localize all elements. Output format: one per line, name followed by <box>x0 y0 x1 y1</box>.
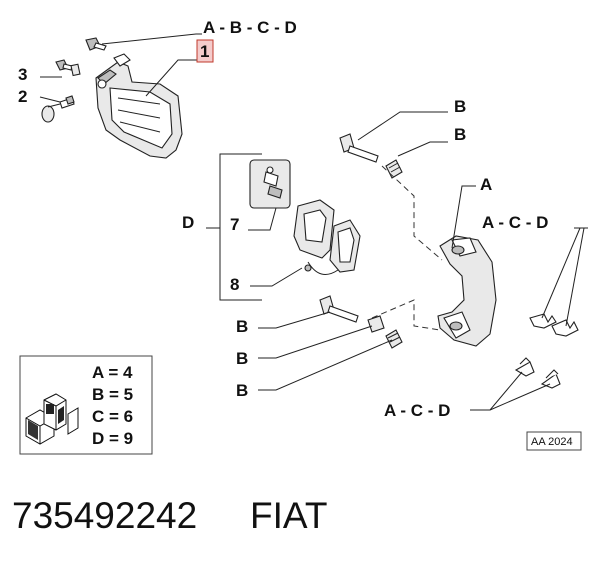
legend-row-d: D = 9 <box>92 429 133 448</box>
guide-sleeve-lower <box>385 329 403 349</box>
guide-bushing-top <box>385 159 403 179</box>
brake-pads <box>293 199 361 275</box>
item-3-bolt-and-washer <box>55 59 81 77</box>
label-item-1: 1 <box>200 42 209 61</box>
label-group-d: D <box>182 213 194 232</box>
pad-hardware-kit <box>249 159 291 209</box>
spring-clips-lower <box>514 357 561 389</box>
spring-clips-upper <box>529 313 579 337</box>
quantity-legend: A = 4 B = 5 C = 6 D = 9 <box>19 355 153 455</box>
label-item-8: 8 <box>230 275 239 294</box>
label-item-3: 3 <box>18 65 27 84</box>
label-bracket-a: A <box>480 175 492 194</box>
caliper-bolt-top <box>85 37 107 51</box>
label-sleeve-b-lower: B <box>236 381 248 400</box>
guide-bushing-lower <box>367 315 385 333</box>
part-number: 735492242 <box>12 495 197 536</box>
legend-row-c: C = 6 <box>92 407 133 426</box>
label-bushing-b-lower: B <box>236 349 248 368</box>
guide-bolt-top <box>339 133 379 163</box>
reference-code: AA 2024 <box>531 436 573 448</box>
brake-caliper-assembly <box>95 53 183 159</box>
reference-code-box: AA 2024 <box>526 431 582 451</box>
legend-row-b: B = 5 <box>92 385 133 404</box>
label-item-7: 7 <box>230 215 239 234</box>
legend-row-a: A = 4 <box>92 363 133 382</box>
label-clips-acd-lower: A - C - D <box>384 401 450 420</box>
guide-bolt-lower <box>319 295 359 323</box>
label-bushing-b-top: B <box>454 125 466 144</box>
caliper-bracket <box>437 235 497 347</box>
label-clips-acd-upper: A - C - D <box>482 213 548 232</box>
item-2-bleed-screw <box>41 95 75 123</box>
label-top-group: A - B - C - D <box>203 18 297 37</box>
brand-name: FIAT <box>250 495 327 536</box>
kit-box-icon <box>25 393 79 445</box>
label-bolt-b-lower: B <box>236 317 248 336</box>
item-1-highlight <box>196 39 214 63</box>
label-item-2: 2 <box>18 87 27 106</box>
label-bolt-b-top: B <box>454 97 466 116</box>
